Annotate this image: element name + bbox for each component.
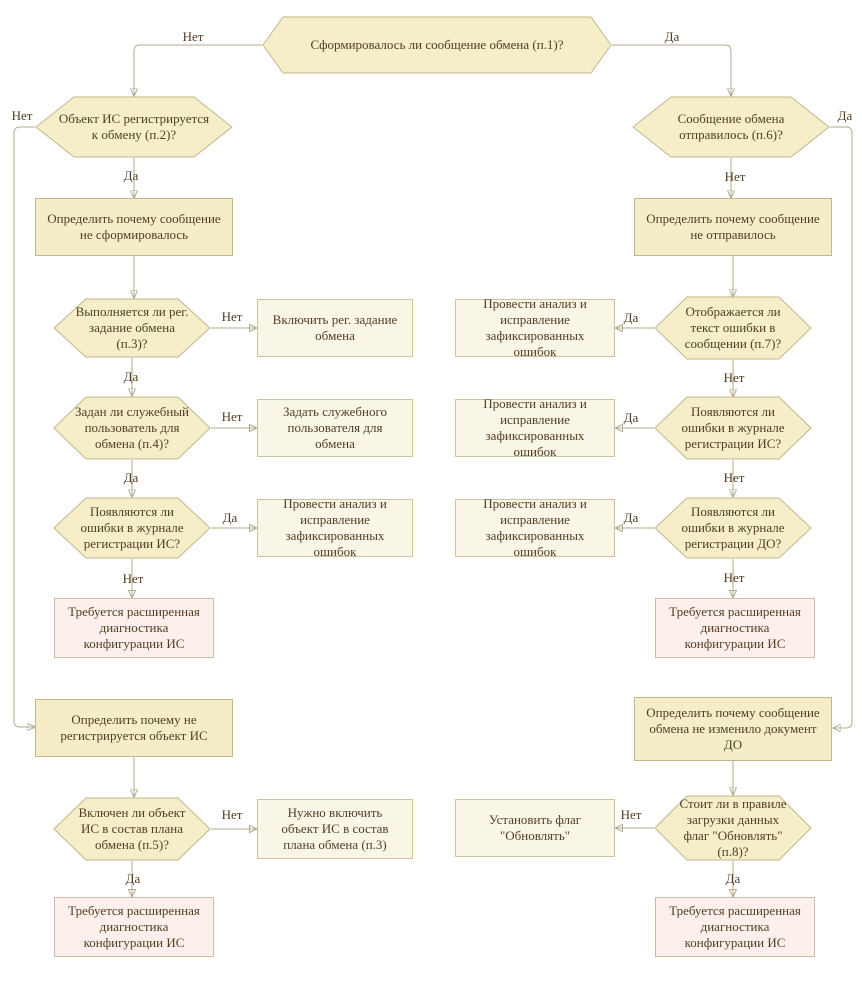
node-label: Появляются ли ошибки в журнале регистрац… xyxy=(681,504,785,551)
edge-label-yes: Да xyxy=(623,410,639,425)
node-label: Задать служебного пользователя для обмен… xyxy=(283,404,387,451)
edge-label-no: Нет xyxy=(122,571,144,586)
edge-label-no: Нет xyxy=(221,807,243,822)
edge-p1-yes-p6 xyxy=(612,44,731,96)
hexagon-shape xyxy=(53,298,211,358)
hexagon-shape xyxy=(35,96,233,158)
decision-p6: Сообщение обмена отправилось (п.6)? xyxy=(632,96,830,158)
node-label: Провести анализ и исправление зафиксиров… xyxy=(483,496,587,559)
node-label: Нужно включить объект ИС в состав плана … xyxy=(281,805,389,852)
edge-label-no: Нет xyxy=(11,108,33,123)
process-define-not-changed: Определить почему сообщение обмена не из… xyxy=(634,697,832,761)
alert-need-diag-right-1: Требуется расширенная диагностика конфиг… xyxy=(655,598,815,658)
edge-label-no: Нет xyxy=(723,470,745,485)
hexagon-shape xyxy=(53,797,211,861)
hexagon-shape xyxy=(654,497,812,559)
node-label: Требуется расширенная диагностика конфиг… xyxy=(669,903,801,950)
decision-errors-do: Появляются ли ошибки в журнале регистрац… xyxy=(654,497,812,559)
action-need-include: Нужно включить объект ИС в состав плана … xyxy=(257,799,413,859)
action-set-service-user: Задать служебного пользователя для обмен… xyxy=(257,399,413,457)
edge-label-yes: Да xyxy=(125,871,141,886)
decision-p4: Задан ли служебный пользователь для обме… xyxy=(53,396,211,460)
node-label: Определить почему сообщение обмена не из… xyxy=(646,705,820,752)
edge-label-no: Нет xyxy=(221,309,243,324)
decision-errors-is-left: Появляются ли ошибки в журнале регистрац… xyxy=(53,497,211,559)
edge-label-no: Нет xyxy=(182,29,204,44)
node-label: Сформировалось ли сообщение обмена (п.1)… xyxy=(310,37,564,53)
process-define-not-registered: Определить почему не регистрируется объе… xyxy=(35,699,233,757)
hexagon-shape xyxy=(654,795,812,861)
node-label: Провести анализ и исправление зафиксиров… xyxy=(483,396,587,459)
edge-label-no: Нет xyxy=(724,169,746,184)
edge-label-yes: Да xyxy=(837,108,853,123)
edge-label-yes: Да xyxy=(623,510,639,525)
node-label: Определить почему сообщение не сформиров… xyxy=(47,211,221,242)
node-label: Выполняется ли рег. задание обмена (п.3)… xyxy=(75,304,189,351)
node-label: Отображается ли текст ошибки в сообщении… xyxy=(684,304,782,351)
action-analyze-fix-right-2: Провести анализ и исправление зафиксиров… xyxy=(455,396,615,459)
edge-label-no: Нет xyxy=(723,570,745,585)
decision-errors-is-right: Появляются ли ошибки в журнале регистрац… xyxy=(654,396,812,460)
edge-label-yes: Да xyxy=(623,310,639,325)
edge-label-no: Нет xyxy=(221,409,243,424)
edge-label-no: Нет xyxy=(723,370,745,385)
edge-label-yes: Да xyxy=(123,168,139,183)
node-label: Включить рег. задание обмена xyxy=(272,312,398,343)
edge-label-yes: Да xyxy=(664,29,680,44)
node-label: Определить почему не регистрируется объе… xyxy=(60,712,208,743)
edge-p6-yes-long xyxy=(830,126,853,728)
node-label: Установить флаг "Обновлять" xyxy=(488,812,582,843)
edge-label-yes: Да xyxy=(222,510,238,525)
action-set-update-flag: Установить флаг "Обновлять" xyxy=(455,799,615,857)
hexagon-shape xyxy=(654,296,812,360)
edge-label-no: Нет xyxy=(620,807,642,822)
node-label: Провести анализ и исправление зафиксиров… xyxy=(483,296,587,359)
edge-p1-no-p2 xyxy=(134,44,262,96)
node-label: Появляются ли ошибки в журнале регистрац… xyxy=(80,504,184,551)
decision-p1: Сформировалось ли сообщение обмена (п.1)… xyxy=(262,16,612,74)
node-label: Провести анализ и исправление зафиксиров… xyxy=(283,496,387,559)
hexagon-shape xyxy=(53,396,211,460)
decision-p2: Объект ИС регистрируется к обмену (п.2)? xyxy=(35,96,233,158)
edge-p2-no-long xyxy=(13,126,35,727)
hexagon-shape xyxy=(262,16,612,74)
edge-label-yes: Да xyxy=(123,369,139,384)
node-label: Определить почему сообщение не отправило… xyxy=(646,211,820,242)
alert-need-diag-left-2: Требуется расширенная диагностика конфиг… xyxy=(54,897,214,957)
node-label: Объект ИС регистрируется к обмену (п.2)? xyxy=(58,111,210,142)
edge-label-yes: Да xyxy=(725,871,741,886)
decision-p7: Отображается ли текст ошибки в сообщении… xyxy=(654,296,812,360)
edge-label-yes: Да xyxy=(123,470,139,485)
process-define-not-sent: Определить почему сообщение не отправило… xyxy=(634,198,832,256)
node-label: Появляются ли ошибки в журнале регистрац… xyxy=(681,404,785,451)
node-label: Стоит ли в правиле загрузки данных флаг … xyxy=(679,796,787,859)
alert-need-diag-left-1: Требуется расширенная диагностика конфиг… xyxy=(54,598,214,658)
node-label: Задан ли служебный пользователь для обме… xyxy=(75,404,189,451)
node-label: Сообщение обмена отправилось (п.6)? xyxy=(677,111,785,142)
action-enable-reg-job: Включить рег. задание обмена xyxy=(257,299,413,357)
hexagon-shape xyxy=(654,396,812,460)
action-analyze-fix-right-3: Провести анализ и исправление зафиксиров… xyxy=(455,496,615,559)
alert-need-diag-right-2: Требуется расширенная диагностика конфиг… xyxy=(655,897,815,957)
process-define-not-formed: Определить почему сообщение не сформиров… xyxy=(35,198,233,256)
node-label: Требуется расширенная диагностика конфиг… xyxy=(68,903,200,950)
hexagon-shape xyxy=(632,96,830,158)
decision-p5: Включен ли объект ИС в состав плана обме… xyxy=(53,797,211,861)
node-label: Требуется расширенная диагностика конфиг… xyxy=(669,604,801,651)
node-label: Требуется расширенная диагностика конфиг… xyxy=(68,604,200,651)
node-label: Включен ли объект ИС в состав плана обме… xyxy=(78,805,186,852)
action-analyze-fix-right-1: Провести анализ и исправление зафиксиров… xyxy=(455,296,615,359)
decision-p3: Выполняется ли рег. задание обмена (п.3)… xyxy=(53,298,211,358)
action-analyze-fix-left: Провести анализ и исправление зафиксиров… xyxy=(257,496,413,559)
hexagon-shape xyxy=(53,497,211,559)
decision-p8: Стоит ли в правиле загрузки данных флаг … xyxy=(654,795,812,861)
